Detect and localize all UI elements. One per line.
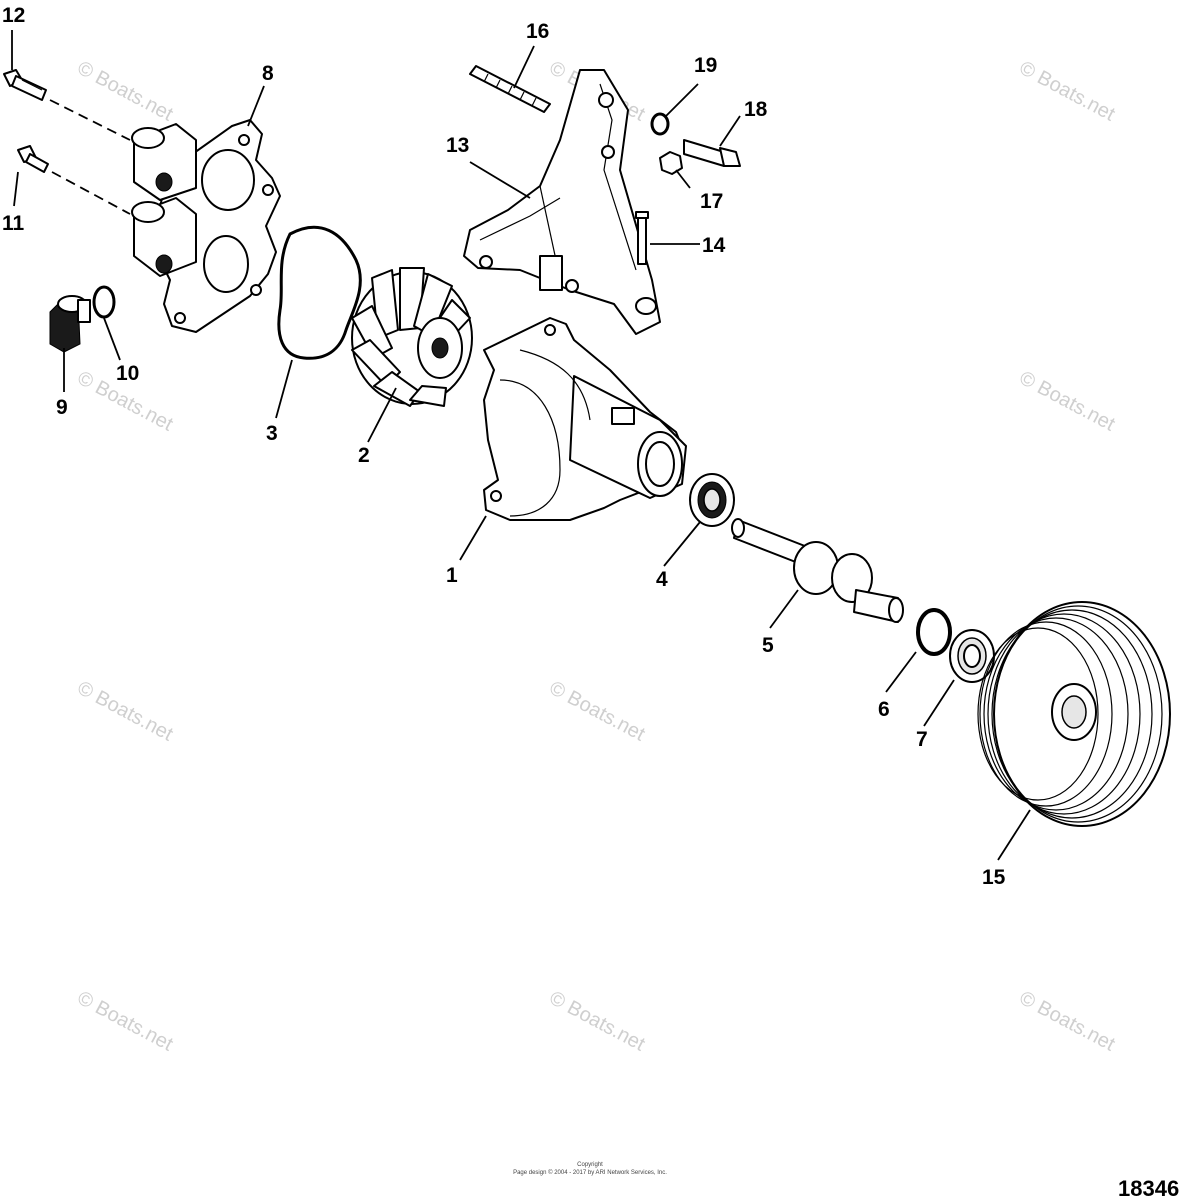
part-19-washer[interactable] [650, 112, 670, 136]
callout-12[interactable]: 12 [2, 4, 25, 27]
callout-5[interactable]: 5 [762, 634, 774, 657]
callout-8[interactable]: 8 [262, 62, 274, 85]
alignment-line [49, 99, 131, 141]
callout-15[interactable]: 15 [982, 866, 1006, 889]
callouts: 1 2 3 4 5 6 7 8 9 10 11 12 13 14 15 16 1… [2, 4, 1006, 889]
part-15-pulley[interactable] [977, 601, 1171, 827]
part-1-pump-body[interactable] [483, 317, 687, 521]
part-18-bolt[interactable] [683, 139, 741, 167]
part-3-gasket[interactable] [277, 225, 362, 360]
callout-7[interactable]: 7 [916, 728, 928, 751]
callout-4[interactable]: 4 [656, 568, 668, 591]
callout-11[interactable]: 11 [2, 212, 25, 235]
watermark: © Boats.net [546, 677, 649, 746]
callout-2[interactable]: 2 [358, 444, 370, 467]
callout-6[interactable]: 6 [878, 698, 890, 721]
part-16-stud[interactable] [469, 65, 551, 113]
part-5-shaft-bearing[interactable] [731, 518, 904, 623]
watermark: © Boats.net [1016, 987, 1119, 1056]
leader-lines [11, 30, 1031, 861]
part-8-pump-cover[interactable] [131, 119, 281, 333]
part-2-impeller[interactable] [351, 267, 473, 407]
callout-13[interactable]: 13 [446, 134, 469, 157]
part-4-seal[interactable] [689, 473, 735, 527]
copyright-line-2: Page design © 2004 - 2017 by ARI Network… [513, 1169, 667, 1176]
callout-19[interactable]: 19 [694, 54, 717, 77]
watermark: © Boats.net [74, 987, 177, 1056]
callout-9[interactable]: 9 [56, 396, 68, 419]
figure-number: 18346 [1118, 1176, 1179, 1200]
callout-1[interactable]: 1 [446, 564, 458, 587]
part-12-bolt-long[interactable] [3, 69, 47, 101]
part-10-o-ring[interactable] [92, 285, 116, 319]
part-17-nut[interactable] [659, 151, 683, 175]
part-13-mounting-bracket[interactable] [463, 69, 661, 335]
callout-14[interactable]: 14 [702, 234, 726, 257]
callout-10[interactable]: 10 [116, 362, 139, 385]
watermark: © Boats.net [74, 677, 177, 746]
callout-17[interactable]: 17 [700, 190, 723, 213]
watermark: © Boats.net [74, 57, 177, 126]
part-6-snap-ring[interactable] [916, 608, 952, 656]
part-11-bolt-short[interactable] [17, 145, 49, 173]
alignment-line [51, 171, 131, 215]
part-14-bolt[interactable] [635, 211, 649, 265]
part-7-seal[interactable] [949, 629, 995, 683]
watermark: © Boats.net [546, 987, 649, 1056]
copyright-line-1: Copyright [577, 1162, 603, 1168]
callout-3[interactable]: 3 [266, 422, 278, 445]
callout-16[interactable]: 16 [526, 20, 549, 43]
part-9-drain-plug[interactable] [49, 295, 91, 353]
callout-18[interactable]: 18 [744, 98, 768, 121]
watermark: © Boats.net [1016, 57, 1119, 126]
watermark: © Boats.net [1016, 367, 1119, 436]
